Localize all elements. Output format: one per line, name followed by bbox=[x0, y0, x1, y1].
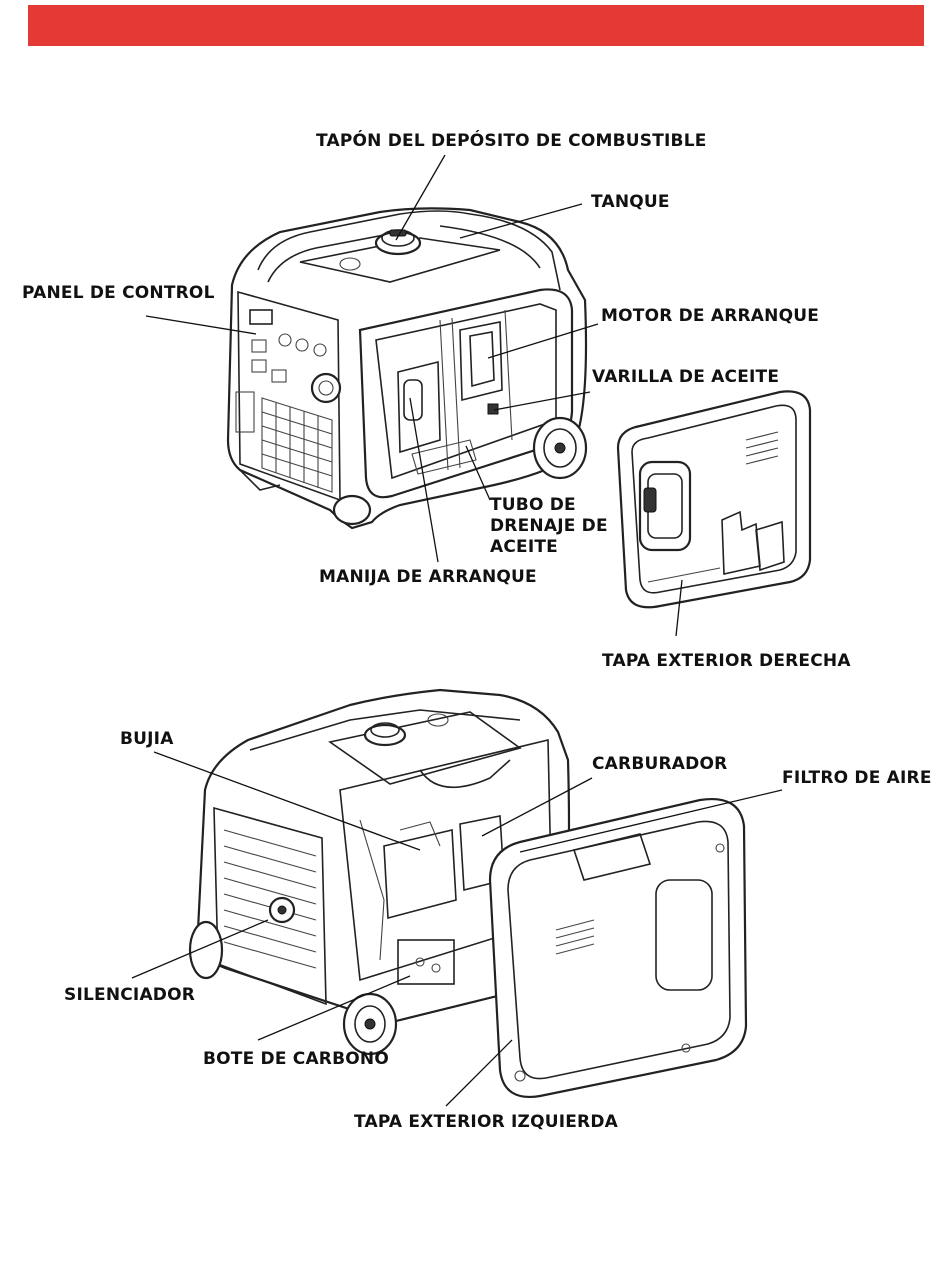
label-air-filter: FILTRO DE AIRE bbox=[782, 768, 932, 789]
label-carbon-canister: BOTE DE CARBONO bbox=[203, 1049, 389, 1070]
label-start-handle: MANIJA DE ARRANQUE bbox=[319, 567, 537, 588]
label-fuel-cap: TAPÓN DEL DEPÓSITO DE COMBUSTIBLE bbox=[316, 131, 707, 152]
label-muffler: SILENCIADOR bbox=[64, 985, 195, 1006]
label-left-outer-cover: TAPA EXTERIOR IZQUIERDA bbox=[354, 1112, 618, 1133]
label-starter-motor: MOTOR DE ARRANQUE bbox=[601, 306, 819, 327]
generator-illustration-top bbox=[228, 208, 586, 528]
left-outer-cover-illustration bbox=[490, 799, 746, 1097]
label-carburetor: CARBURADOR bbox=[592, 754, 727, 775]
label-oil-drain-tube: TUBO DE DRENAJE DE ACEITE bbox=[490, 495, 625, 558]
label-control-panel: PANEL DE CONTROL bbox=[22, 283, 215, 304]
label-spark-plug: BUJIA bbox=[120, 729, 174, 750]
label-tank: TANQUE bbox=[591, 192, 670, 213]
label-right-outer-cover: TAPA EXTERIOR DERECHA bbox=[602, 651, 851, 672]
right-outer-cover-illustration bbox=[618, 391, 810, 607]
label-dipstick: VARILLA DE ACEITE bbox=[592, 367, 779, 388]
